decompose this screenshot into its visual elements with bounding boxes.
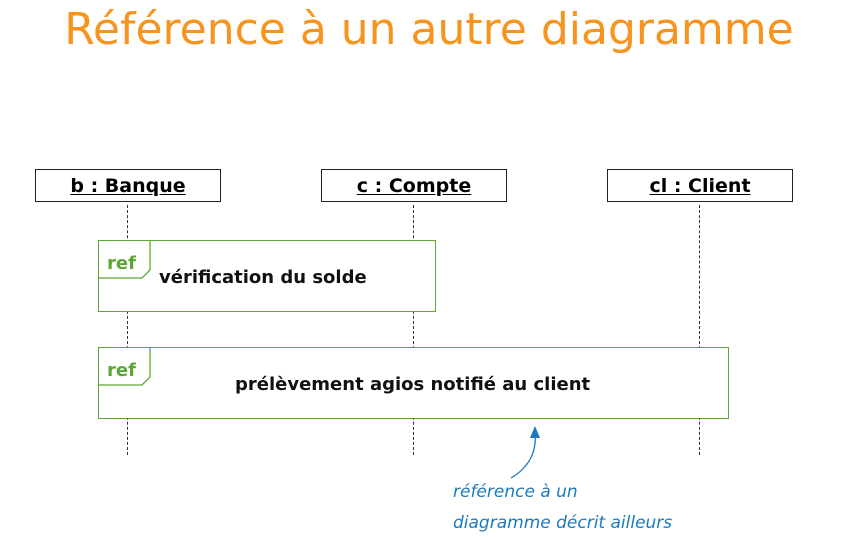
- lifeline-compte-head: c : Compte: [321, 169, 507, 202]
- annotation-line-1: référence à un: [453, 482, 578, 502]
- lifeline-banque-line: [127, 205, 128, 455]
- ref-frame-verification: ref vérification du solde: [98, 240, 436, 312]
- ref-frame-label: vérification du solde: [159, 267, 367, 288]
- ref-frame-prelevement: ref prélèvement agios notifié au client: [98, 347, 729, 419]
- ref-frame-label: prélèvement agios notifié au client: [235, 374, 591, 395]
- ref-tag: ref: [107, 253, 136, 274]
- slide-title: Référence à un autre diagramme: [64, 4, 794, 55]
- ref-frame-tab: [99, 348, 151, 386]
- annotation-line-2: diagramme décrit ailleurs: [453, 513, 673, 533]
- lifeline-client-head: cl : Client: [607, 169, 793, 202]
- lifeline-banque-head: b : Banque: [35, 169, 221, 202]
- lifeline-client-line: [699, 205, 700, 455]
- ref-frame-tab: [99, 241, 151, 279]
- ref-tag: ref: [107, 360, 136, 381]
- lifeline-compte-line: [413, 205, 414, 455]
